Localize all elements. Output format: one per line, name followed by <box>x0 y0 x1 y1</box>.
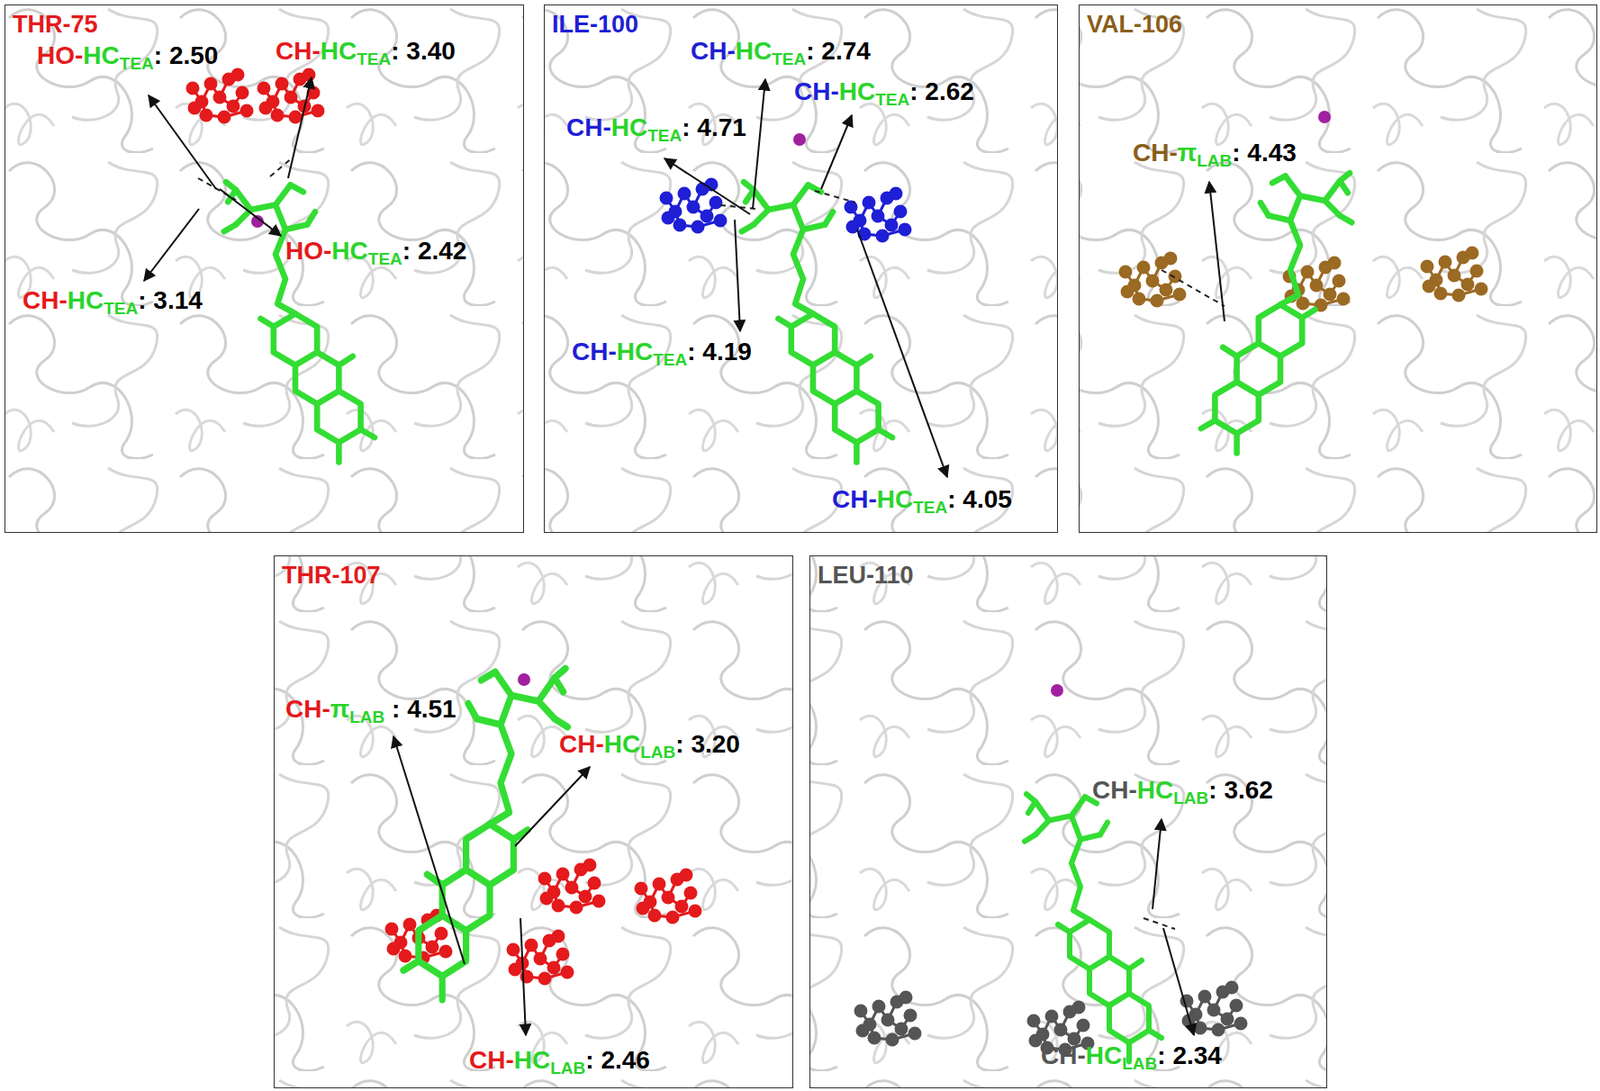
distance-label: CH-HCTEA: 4.19 <box>571 336 752 371</box>
figure-panel: THR-75 <box>4 4 525 534</box>
residue-title: THR-107 <box>281 561 381 590</box>
figure-panel: LEU-110 <box>809 555 1328 1089</box>
distance-label: CH-HCTEA: 3.40 <box>275 36 456 71</box>
figure-panel: THR-107 <box>273 555 794 1089</box>
distance-label: CH-HCTEA: 4.05 <box>831 484 1013 519</box>
distance-label: HO-HCTEA: 2.42 <box>285 235 467 271</box>
distance-label: CH-HCTEA: 2.74 <box>690 36 871 71</box>
contact-dashes <box>198 157 1225 930</box>
distance-label: CH-HCLAB: 2.34 <box>1040 1040 1222 1076</box>
distance-label: CH-πLAB: 4.43 <box>1132 137 1297 172</box>
distance-label: CH-HCTEA: 4.71 <box>566 112 747 147</box>
distance-label: HO-HCTEA: 2.50 <box>36 40 218 75</box>
distance-label: CH-HCLAB: 3.62 <box>1092 775 1274 810</box>
distance-label: CH-HCLAB: 2.46 <box>469 1045 651 1080</box>
protein-helices <box>4 4 1598 1089</box>
residue-title: LEU-110 <box>817 561 914 590</box>
ion-dot <box>251 110 1331 697</box>
distance-label: CH-HCTEA: 3.14 <box>22 285 203 320</box>
distance-label: CH-πLAB : 4.51 <box>285 694 457 729</box>
ligand-molecule <box>224 172 1352 1062</box>
residue-title: ILE-100 <box>551 10 639 39</box>
leader-arrows <box>144 77 1225 1036</box>
residue-atoms <box>187 69 1487 1056</box>
figure-panel: VAL-106 <box>1078 4 1598 534</box>
distance-label: CH-HCLAB: 3.20 <box>559 729 741 764</box>
distance-label: CH-HCTEA: 2.62 <box>794 76 975 111</box>
residue-title: VAL-106 <box>1086 10 1183 39</box>
residue-title: THR-75 <box>12 10 99 39</box>
